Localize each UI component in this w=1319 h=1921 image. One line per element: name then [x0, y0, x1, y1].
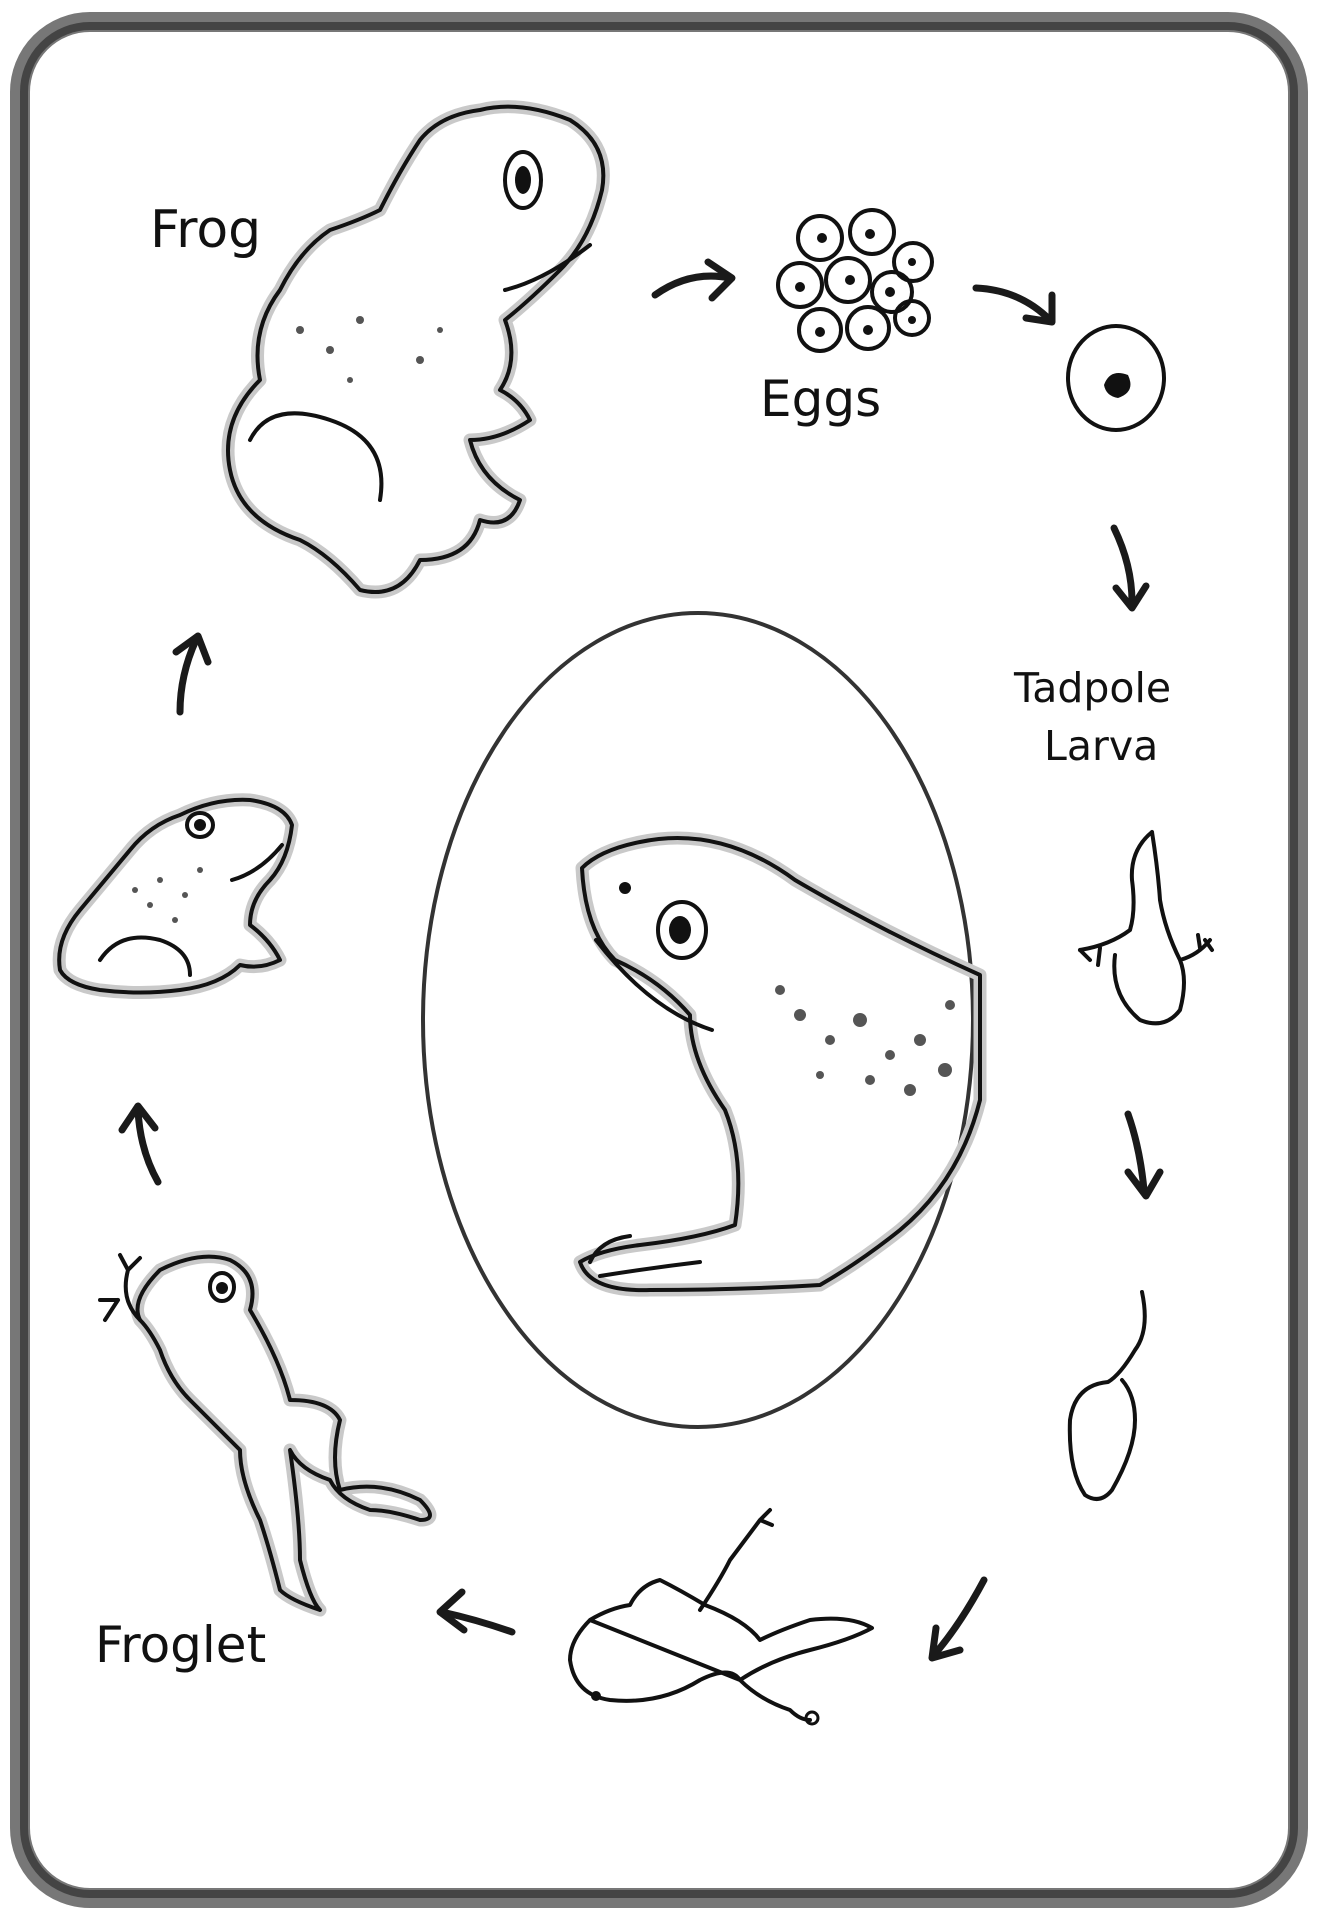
label-larva: Larva: [1044, 722, 1158, 770]
center-oval: [423, 613, 973, 1427]
tadpole-illustration: [1070, 1292, 1145, 1499]
arrow-youngfrog-to-frog: [176, 636, 208, 712]
label-frog: Frog: [150, 200, 261, 260]
single-egg-illustration: [1068, 326, 1164, 430]
arrow-egg-to-tadpole: [1114, 528, 1146, 608]
metamorph-tadpole-illustration: [570, 1510, 872, 1724]
adult-frog-illustration: [228, 107, 603, 592]
label-tadpole: Tadpole: [1014, 664, 1171, 712]
label-eggs: Eggs: [760, 370, 881, 428]
young-frog-illustration: [59, 800, 292, 993]
arrow-tadpole-to-tadpole: [1128, 1114, 1160, 1196]
arrow-eggs-to-egg: [976, 288, 1052, 322]
egg-cluster-illustration: [778, 210, 932, 351]
tadpole-with-legs-illustration: [1080, 832, 1212, 1023]
label-froglet: Froglet: [95, 1616, 266, 1674]
arrow-froglet-to-youngfrog: [122, 1106, 158, 1182]
frog-closeup-illustration: [580, 838, 980, 1290]
froglet-illustration: [100, 1255, 430, 1610]
arrow-frog-to-eggs: [655, 262, 732, 298]
arrow-metamorph-to-froglet: [440, 1592, 512, 1632]
arrow-tadpole-to-metamorph: [932, 1580, 984, 1658]
